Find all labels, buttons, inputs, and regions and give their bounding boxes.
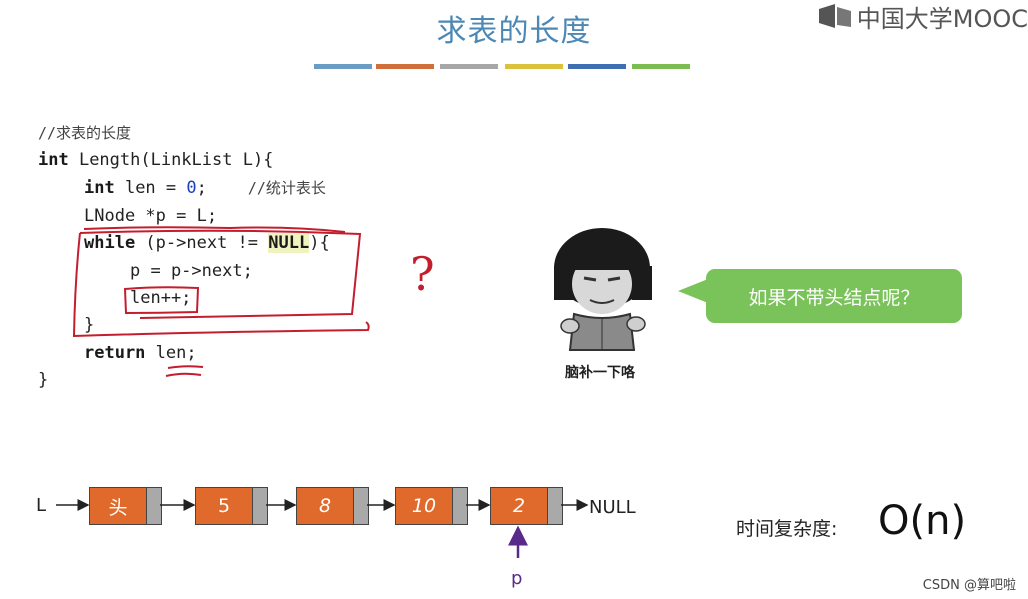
- complexity-value: O(n): [878, 498, 967, 544]
- mooc-logo-icon: [818, 4, 851, 28]
- node-data: 头: [89, 487, 146, 525]
- color-stripe-5: [568, 64, 626, 69]
- logo-text: 中国大学MOOC: [856, 4, 1028, 33]
- code-number: 0: [186, 178, 197, 198]
- color-stripe-1: [314, 64, 372, 69]
- code-line-len: int len = 0; //统计表长: [84, 175, 326, 201]
- list-node-head: 头: [89, 487, 162, 525]
- list-node: 2: [490, 487, 563, 525]
- node-data: 8: [296, 487, 353, 525]
- node-data: 10: [395, 487, 452, 525]
- code-line-while: while (p->next != NULL){: [84, 230, 330, 256]
- code-text: ;: [196, 178, 248, 198]
- code-text: len;: [145, 343, 197, 363]
- null-label: NULL: [589, 497, 636, 518]
- code-line-pointer: LNode *p = L;: [84, 206, 218, 226]
- color-stripe-3: [440, 64, 498, 69]
- speech-bubble: 如果不带头结点呢？: [706, 269, 962, 323]
- node-data: 5: [195, 487, 252, 525]
- list-head-label: L: [36, 495, 47, 516]
- code-comment: //统计表长: [247, 179, 326, 197]
- code-text: (p->next !=: [135, 233, 269, 253]
- mooc-logo: 中国大学MOOC: [817, 0, 1028, 33]
- pointer-p-label: p: [511, 568, 523, 589]
- keyword-int: int: [38, 150, 69, 170]
- code-line-advance: p = p->next;: [130, 261, 253, 281]
- code-comment-title: //求表的长度: [38, 124, 132, 142]
- list-node: 5: [195, 487, 268, 525]
- color-stripe-2: [376, 64, 434, 69]
- node-pointer-field: [547, 487, 563, 525]
- keyword-return: return: [84, 343, 146, 363]
- watermark: CSDN @算吧啦: [922, 578, 1016, 593]
- code-line-increment: len++;: [130, 288, 192, 308]
- complexity-label: 时间复杂度:: [736, 518, 838, 540]
- color-stripe-4: [505, 64, 563, 69]
- keyword-while: while: [84, 233, 136, 253]
- list-node: 10: [395, 487, 468, 525]
- code-line-signature: int Length(LinkList L){: [38, 147, 273, 173]
- node-pointer-field: [146, 487, 162, 525]
- underline-len-2: [165, 372, 202, 377]
- keyword-int: int: [84, 178, 115, 198]
- code-line-close-while: }: [84, 315, 95, 335]
- node-pointer-field: [252, 487, 268, 525]
- underline-len-1: [167, 365, 204, 369]
- node-pointer-field: [353, 487, 369, 525]
- meme-caption: 脑补一下咯: [565, 365, 635, 381]
- underline-lnode: [83, 226, 346, 233]
- code-line-close-func: }: [38, 370, 49, 390]
- color-stripe-6: [632, 64, 690, 69]
- while-box: [72, 229, 370, 338]
- code-text: len =: [114, 178, 187, 198]
- meme-face-icon: [554, 228, 652, 351]
- code-text: Length(LinkList L){: [68, 150, 274, 170]
- code-text: ){: [309, 233, 330, 253]
- node-data: 2: [490, 487, 547, 525]
- code-line-return: return len;: [84, 340, 197, 366]
- slide-title: 求表的长度: [436, 14, 592, 49]
- list-node: 8: [296, 487, 369, 525]
- keyword-null: NULL: [268, 233, 310, 253]
- len-box: [123, 286, 200, 315]
- speech-bubble-tail: [678, 279, 708, 303]
- node-pointer-field: [452, 487, 468, 525]
- question-mark: ?: [410, 247, 435, 301]
